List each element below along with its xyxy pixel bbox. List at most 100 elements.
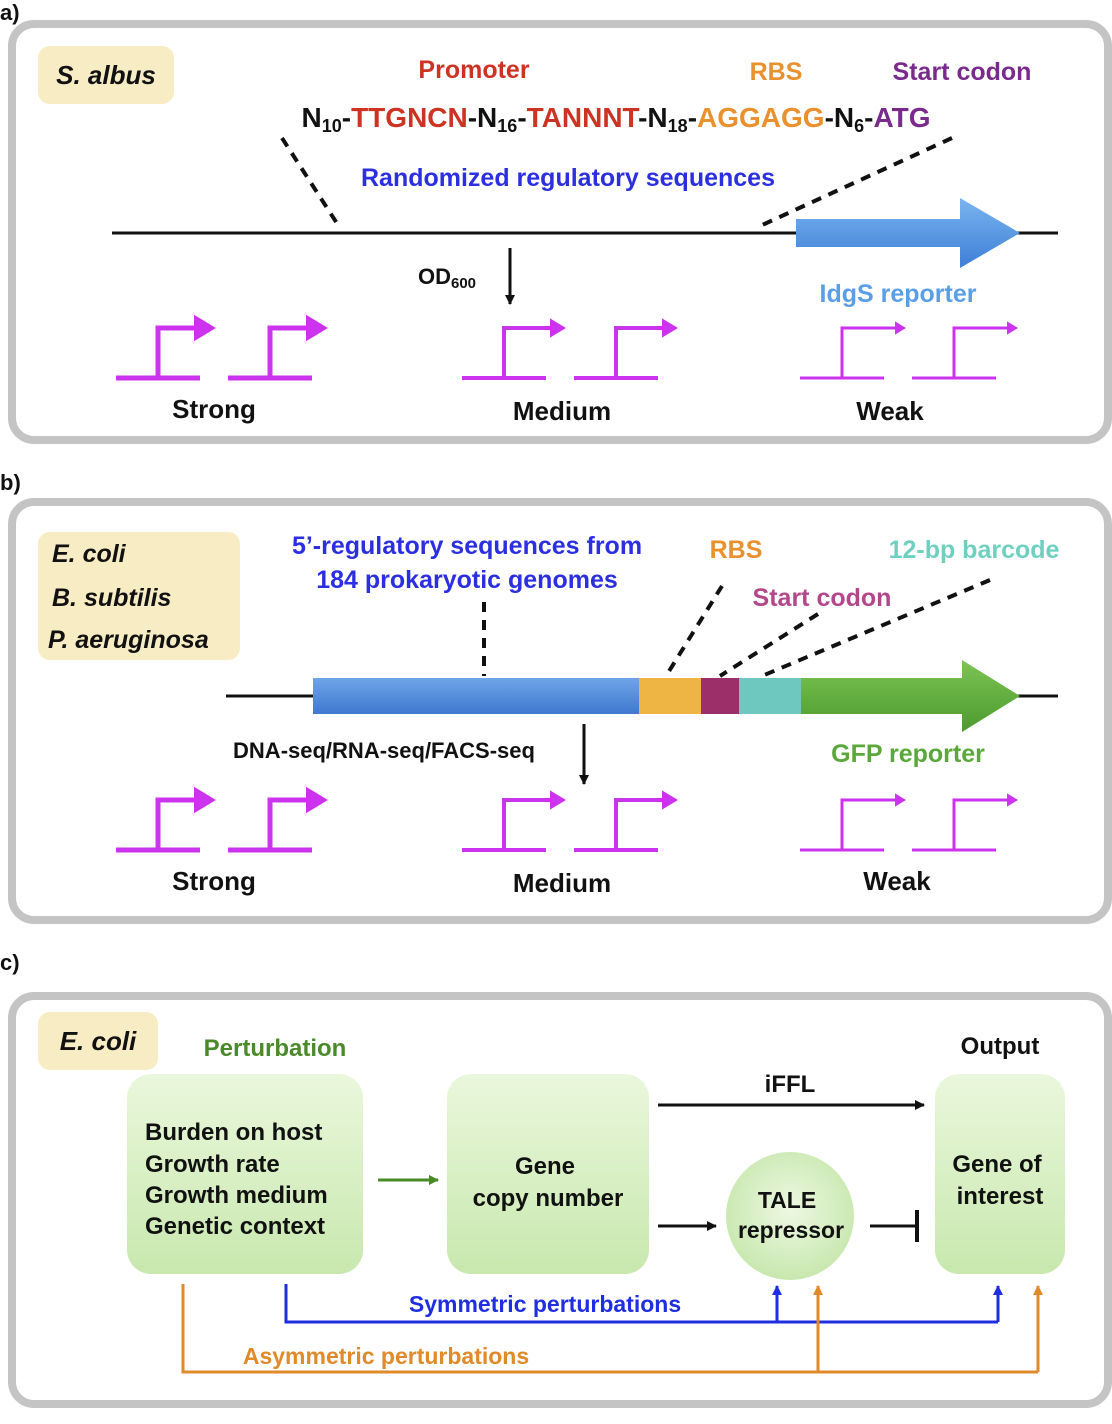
promoter-icon xyxy=(116,797,200,853)
panel-b-frame xyxy=(8,498,1112,924)
goi-line-2: interest xyxy=(957,1183,1044,1210)
promoter-icon xyxy=(228,797,312,853)
gene-copy-box xyxy=(447,1074,649,1274)
panel-a-letter: a) xyxy=(0,0,20,25)
organism-p-aeruginosa: P. aeruginosa xyxy=(48,626,209,654)
promoter-icon xyxy=(912,326,1007,380)
start-codon-label-a: Start codon xyxy=(893,58,1032,86)
sequence-segment: 16 xyxy=(497,116,517,136)
burden-line-1: Burden on host xyxy=(145,1119,322,1146)
promoter-label: Promoter xyxy=(418,56,529,84)
regulatory-segment xyxy=(313,678,639,714)
promoter-arrowhead-icon xyxy=(194,314,216,342)
promoter-arrowhead-icon xyxy=(662,790,678,810)
promoter-icon xyxy=(574,326,662,380)
randomized-label: Randomized regulatory sequences xyxy=(361,164,775,192)
promoter-arrowhead-icon xyxy=(662,318,678,338)
promoter-arrowhead-icon xyxy=(895,321,906,335)
strength-medium-a: Medium xyxy=(513,396,611,426)
organism-b-subtilis: B. subtilis xyxy=(52,584,172,612)
promoter-arrowhead-icon xyxy=(550,318,566,338)
organism-badge-c xyxy=(38,1012,158,1070)
strength-weak-a: Weak xyxy=(856,396,924,426)
dashed-rbs xyxy=(664,584,724,678)
tale-line-1: TALE xyxy=(758,1187,816,1213)
promoter-icon xyxy=(462,326,550,380)
organism-badge-b xyxy=(38,532,240,660)
od-label: OD600 xyxy=(418,264,476,292)
organism-e-coli-c: E. coli xyxy=(60,1026,137,1056)
gfp-reporter-arrow xyxy=(801,660,1020,732)
gene-copy-line-2: copy number xyxy=(473,1185,624,1212)
sequence-segment: ATG xyxy=(873,102,930,133)
promoter-icon xyxy=(912,798,1007,852)
promoter-arrowhead-icon xyxy=(306,314,328,342)
output-label: Output xyxy=(961,1033,1040,1060)
sequence-segment: -N xyxy=(638,102,668,133)
burden-line-3: Growth medium xyxy=(145,1182,328,1209)
gene-copy-line-1: Gene xyxy=(515,1153,575,1180)
promoter-icons-b xyxy=(116,786,1018,853)
dashed-left-a xyxy=(280,136,342,230)
sequence-segment: 6 xyxy=(854,116,864,136)
tale-line-2: repressor xyxy=(738,1217,844,1243)
asymmetric-path xyxy=(181,1284,1038,1374)
perturbation-label: Perturbation xyxy=(204,1035,347,1062)
goi-line-1: Gene of xyxy=(952,1151,1042,1178)
sequence-segment: TTGNCN xyxy=(351,102,468,133)
organism-e-coli-b: E. coli xyxy=(52,540,127,568)
sequence-segment: 18 xyxy=(668,116,688,136)
panel-c-letter: c) xyxy=(0,950,20,975)
sequence-segment: - xyxy=(342,102,351,133)
iffl-label: iFFL xyxy=(765,1071,816,1098)
strength-strong-a: Strong xyxy=(172,394,256,424)
panel-c-frame xyxy=(8,992,1112,1408)
methods-label: DNA-seq/RNA-seq/FACS-seq xyxy=(233,738,535,763)
panel-a-frame xyxy=(8,20,1112,444)
strength-medium-b: Medium xyxy=(513,868,611,898)
dashed-barcode xyxy=(761,578,991,678)
dashed-start-codon xyxy=(718,612,820,678)
strength-strong-b: Strong xyxy=(172,866,256,896)
sequence-segment: -N xyxy=(825,102,855,133)
sequence-segment: AGGAGG xyxy=(697,102,825,133)
organism-s-albus: S. albus xyxy=(56,60,156,90)
sequence-segment: -N xyxy=(468,102,498,133)
sequence-segment: - xyxy=(517,102,526,133)
promoter-icon xyxy=(800,326,895,380)
regulatory-line-1: 5’-regulatory sequences from xyxy=(292,532,642,560)
symmetric-label: Symmetric perturbations xyxy=(409,1291,681,1317)
sequence-segment: TANNNT xyxy=(527,102,640,133)
tale-repressor-node xyxy=(726,1152,854,1280)
start-codon-segment xyxy=(701,678,739,714)
idgs-reporter-arrow xyxy=(796,198,1020,268)
regulatory-sequence: N10-TTGNCN-N16-TANNNT-N18-AGGAGG-N6-ATG xyxy=(301,102,930,136)
start-codon-label-b: Start codon xyxy=(753,584,892,612)
promoter-icon xyxy=(228,325,312,381)
barcode-segment xyxy=(739,678,801,714)
promoter-icon xyxy=(116,325,200,381)
idgs-reporter-label: IdgS reporter xyxy=(820,280,977,308)
promoter-arrowhead-icon xyxy=(306,786,328,814)
rbs-segment xyxy=(639,678,701,714)
panel-b-letter: b) xyxy=(0,470,21,495)
promoter-icons-a xyxy=(116,314,1018,381)
promoter-arrowhead-icon xyxy=(1007,321,1018,335)
promoter-arrowhead-icon xyxy=(895,793,906,807)
gfp-reporter-label: GFP reporter xyxy=(831,740,985,768)
regulatory-line-2: 184 prokaryotic genomes xyxy=(316,566,618,594)
perturbation-box xyxy=(127,1074,363,1274)
promoter-icon xyxy=(574,798,662,852)
symmetric-path xyxy=(284,1284,998,1324)
dashed-right-a xyxy=(759,136,953,228)
sequence-segment: - xyxy=(864,102,873,133)
promoter-arrowhead-icon xyxy=(1007,793,1018,807)
sequence-segment: 10 xyxy=(322,116,342,136)
asymmetric-label: Asymmetric perturbations xyxy=(243,1343,529,1369)
promoter-icon xyxy=(462,798,550,852)
rbs-label-a: RBS xyxy=(750,58,803,86)
sequence-segment: - xyxy=(688,102,697,133)
burden-line-4: Genetic context xyxy=(145,1213,325,1240)
promoter-arrowhead-icon xyxy=(550,790,566,810)
